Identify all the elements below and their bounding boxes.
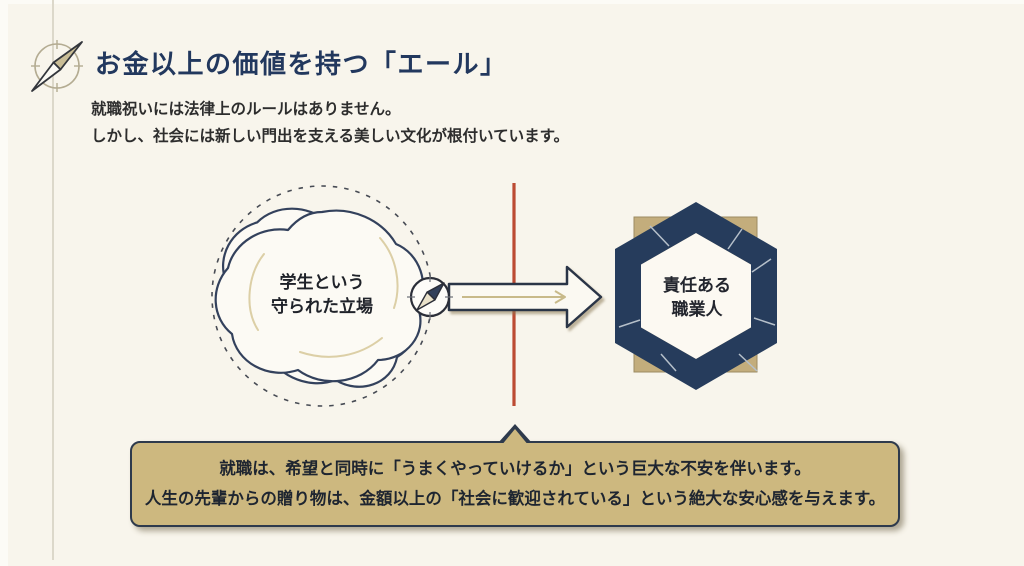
page-title: お金以上の価値を持つ「エール」 bbox=[95, 50, 508, 79]
professional-label-line-1: 責任ある bbox=[663, 276, 731, 295]
callout-line-2: 人生の先輩からの贈り物は、金額以上の「社会に歓迎されている」という絶大な安心感を… bbox=[144, 490, 886, 508]
student-label-line-2: 守られた立場 bbox=[271, 297, 373, 316]
professional-label-line-2: 職業人 bbox=[671, 300, 723, 319]
subtitle-line-2: しかし、社会には新しい門出を支える美しい文化が根付いています。 bbox=[91, 128, 570, 145]
professional-hexagon bbox=[615, 202, 777, 390]
student-blob bbox=[185, 166, 455, 423]
callout-line-1: 就職は、希望と同時に「うまくやっていけるか」という巨大な不安を伴います。 bbox=[219, 460, 811, 478]
subtitle-line-1: 就職祝いには法律上のルールはありません。 bbox=[91, 101, 401, 118]
compass-icon bbox=[31, 40, 83, 92]
left-edge-strip bbox=[0, 0, 8, 566]
arrow-inner-line bbox=[462, 290, 566, 304]
student-label-line-1: 学生という bbox=[279, 273, 365, 292]
compass-icon bbox=[407, 274, 453, 320]
subtitle: 就職祝いには法律上のルールはありません。 しかし、社会には新しい門出を支える美し… bbox=[91, 96, 569, 150]
professional-node-label: 責任ある 職業人 bbox=[617, 274, 777, 322]
top-edge-strip bbox=[0, 0, 1024, 4]
student-node-label: 学生という 守られた立場 bbox=[222, 271, 422, 319]
vertical-guide-line bbox=[52, 0, 54, 560]
callout-bubble: 就職は、希望と同時に「うまくやっていけるか」という巨大な不安を伴います。 人生の… bbox=[130, 424, 900, 527]
hexagon-seams bbox=[618, 225, 776, 372]
